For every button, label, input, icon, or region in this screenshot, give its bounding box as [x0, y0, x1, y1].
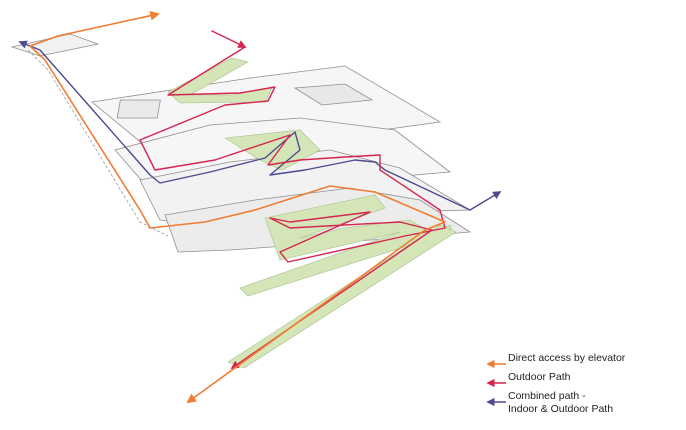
legend-item-outdoor: Outdoor Path [486, 371, 682, 384]
legend: Direct access by elevator Outdoor Path C… [486, 352, 682, 421]
legend-item-elevator: Direct access by elevator [486, 352, 682, 365]
legend-item-combined: Combined path - Indoor & Outdoor Path [486, 390, 682, 415]
legend-label-combined-line2: Indoor & Outdoor Path [508, 402, 614, 415]
legend-swatch-spacer [486, 372, 506, 384]
outdoor-path [139, 30, 446, 368]
elevator-exit-arrow [139, 10, 160, 21]
elevator-path [29, 13, 446, 404]
legend-label-combined: Combined path - Indoor & Outdoor Path [508, 390, 613, 415]
legend-label-elevator: Direct access by elevator [508, 352, 626, 364]
route-paths [18, 10, 502, 404]
legend-label-combined-line1: Combined path - [508, 390, 586, 402]
legend-swatch-spacer [486, 391, 506, 403]
roof-opening-left [116, 99, 161, 119]
legend-arrows [486, 359, 506, 407]
legend-swatch-spacer [486, 353, 506, 365]
legend-label-outdoor: Outdoor Path [508, 371, 571, 383]
combined-path [18, 40, 502, 211]
